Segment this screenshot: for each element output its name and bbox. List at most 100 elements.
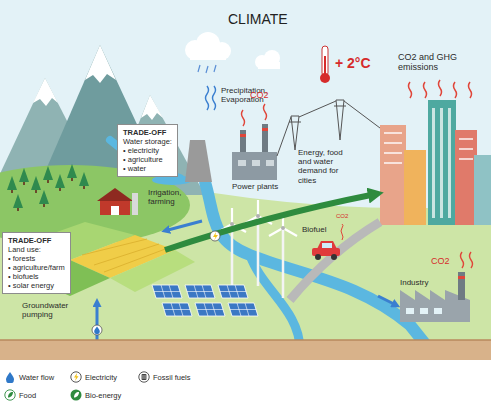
evaporation-lines-part	[213, 86, 216, 110]
city-part-part	[384, 152, 402, 154]
city-part-part	[459, 158, 473, 160]
box-text: • electricity	[123, 146, 172, 155]
flow-arrows-part	[168, 221, 202, 230]
box-text: • agriculture	[123, 155, 172, 164]
car-exhaust	[341, 224, 343, 240]
legend-icon-part-part	[74, 373, 79, 381]
thermometer-part	[322, 46, 328, 76]
city-part	[474, 155, 491, 225]
emission-waves	[409, 80, 472, 98]
co2-label: CO2	[250, 90, 269, 100]
car-part	[317, 241, 337, 249]
flow-arrows	[97, 195, 394, 345]
box-text: • forests	[8, 254, 65, 263]
legend-icon-part-part	[139, 372, 149, 382]
legend-text: Fossil fuels	[153, 373, 191, 382]
evaporation-lines	[206, 86, 216, 110]
city-part	[428, 100, 456, 225]
biofuel-label: Biofuel	[302, 225, 326, 234]
car-part	[322, 243, 332, 248]
rain-part	[214, 65, 216, 72]
legend-icon-part-part	[5, 390, 15, 400]
city-part-part	[459, 148, 473, 150]
rain-part	[206, 66, 208, 73]
solar-panels-part	[218, 285, 248, 298]
legend-text: Food	[19, 391, 36, 400]
car-exhaust-part	[341, 224, 343, 240]
forest-part	[39, 190, 49, 207]
plant-smoke-part	[242, 110, 245, 126]
mountains-part	[85, 45, 116, 83]
city-part-part	[459, 138, 473, 140]
power-plants-label: Power plants	[232, 182, 278, 191]
legend-icon-part-part	[71, 390, 82, 401]
thermometer-part	[320, 73, 330, 83]
emission-waves-part	[454, 82, 457, 98]
solar-panels-part	[152, 285, 182, 298]
forest-part	[7, 176, 17, 193]
box-heading: TRADE-OFF	[8, 236, 65, 245]
tradeoff-box: TRADE-OFFWater storage:• electricity• ag…	[117, 124, 178, 177]
box-text: • biofuels	[8, 272, 65, 281]
power-plant-part	[252, 160, 260, 166]
power-plant-part	[240, 134, 246, 137]
solar-panels-part	[228, 303, 258, 316]
power-lines-part	[289, 116, 301, 150]
co2-label: CO2	[431, 256, 450, 266]
solar-panels-part	[185, 285, 215, 298]
flow-arrows-part	[378, 296, 394, 304]
box-heading: TRADE-OFF	[123, 128, 172, 137]
forest-part	[67, 164, 77, 181]
irrigation-label: Irrigation, farming	[148, 188, 194, 206]
rain	[198, 65, 216, 73]
forest	[7, 164, 89, 211]
sky-part	[0, 0, 491, 345]
legend-icon-part-part	[6, 372, 14, 383]
legend-icon-part	[70, 389, 82, 401]
legend-icon-part-part	[142, 378, 147, 379]
wind-turbines-part	[244, 200, 272, 286]
factory-part	[406, 308, 414, 314]
car-part	[315, 254, 321, 260]
co2-label: CO2	[336, 213, 348, 220]
plant-smoke-part	[264, 104, 267, 120]
box-text: Water storage:	[123, 137, 172, 146]
wind-turbines-part	[269, 212, 297, 298]
factory-smoke-part	[461, 252, 464, 268]
forest-part	[79, 172, 89, 189]
forest-part	[55, 174, 65, 191]
flow-icons-part	[94, 327, 100, 335]
legend-icon-part-part	[74, 392, 79, 398]
diagram-title: CLIMATE	[228, 11, 288, 27]
factory	[400, 272, 470, 322]
forest-part	[19, 168, 29, 185]
city	[380, 100, 491, 225]
legend-icon-part	[138, 371, 150, 383]
fields-part	[82, 239, 168, 272]
legend-item: Fossil fuels	[138, 371, 191, 383]
emission-waves-part	[409, 82, 412, 98]
power-plant	[232, 124, 277, 180]
box-text: • agriculture/farm	[8, 263, 65, 272]
soil	[0, 340, 491, 360]
legend-item: Water flow	[4, 371, 54, 383]
legend-icon	[70, 389, 82, 401]
box-text: Land use:	[8, 245, 65, 254]
legend-icon	[70, 371, 82, 383]
city-part	[384, 108, 473, 218]
mountains-part	[141, 95, 163, 120]
city-part-part	[384, 162, 402, 164]
wind-turbines-part	[218, 208, 246, 294]
power-lines-part	[277, 101, 380, 156]
city-part-part	[384, 132, 402, 134]
fields-part-part	[82, 239, 147, 255]
clouds-part	[190, 50, 226, 60]
legend-text: Electricity	[85, 373, 117, 382]
legend-icon	[4, 371, 16, 383]
emissions-label: CO2 and GHG emissions	[398, 52, 470, 73]
factory-part	[420, 308, 428, 314]
forest-part	[43, 166, 53, 183]
industry-label: Industry	[400, 278, 428, 287]
temperature-label: + 2°C	[335, 55, 371, 71]
